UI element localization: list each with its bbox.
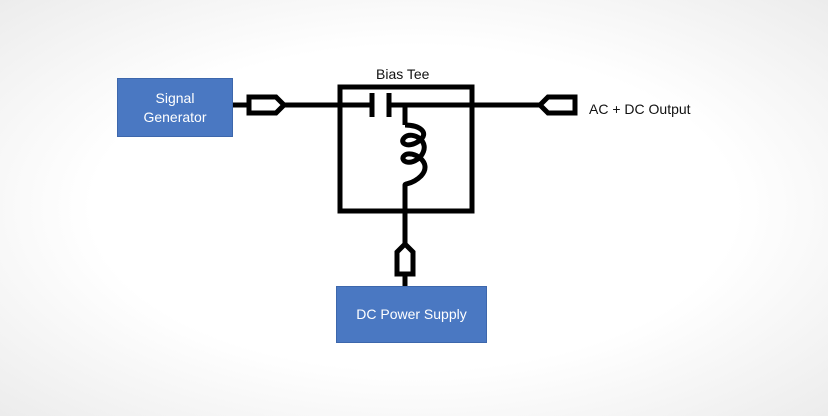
- inductor-icon: [400, 105, 428, 211]
- dc-power-supply-box: DC Power Supply: [336, 286, 487, 343]
- dc-power-supply-label: DC Power Supply: [356, 306, 467, 322]
- signal-generator-box: Signal Generator: [117, 78, 233, 137]
- signal-generator-label-line2: Generator: [143, 108, 207, 125]
- output-label: AC + DC Output: [589, 101, 691, 117]
- dc-connector-icon: [394, 240, 416, 277]
- capacitor-icon: [369, 93, 392, 117]
- input-connector-icon: [246, 94, 288, 116]
- output-connector-icon: [536, 94, 578, 116]
- signal-generator-label-line1: Signal: [155, 89, 195, 106]
- bias-tee-title: Bias Tee: [376, 66, 430, 82]
